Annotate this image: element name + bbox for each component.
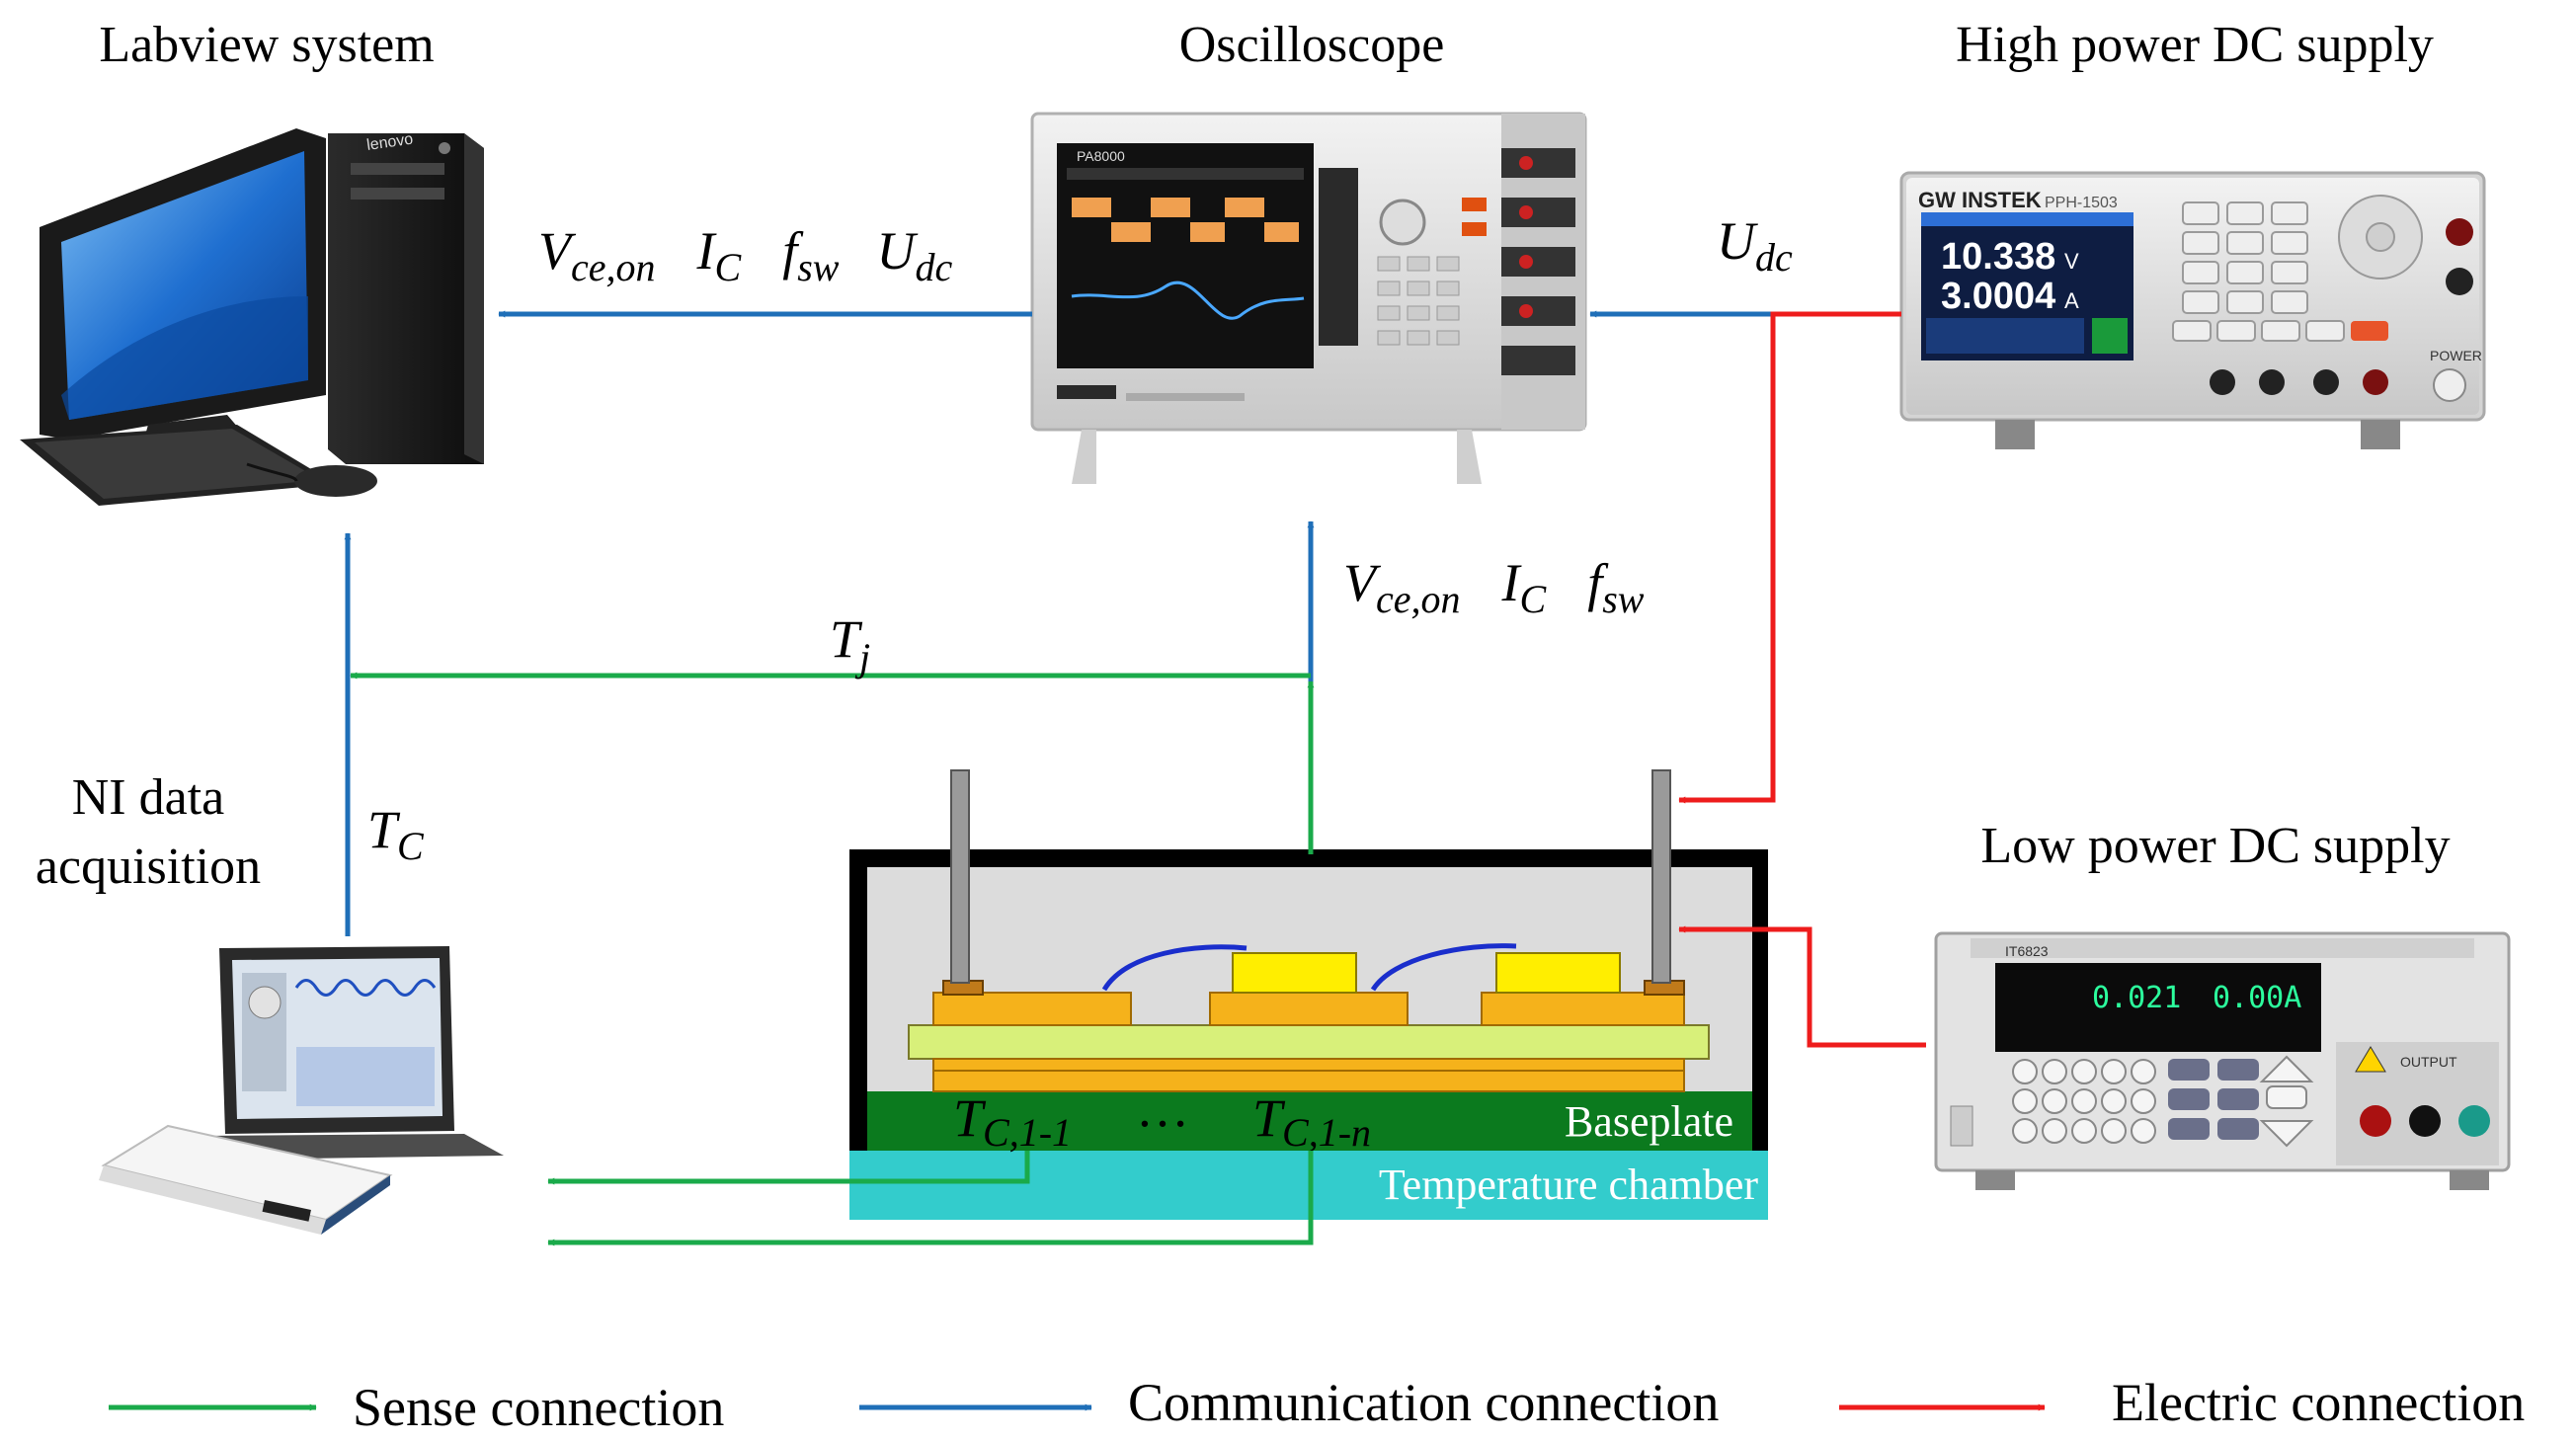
label-tj: Tj	[830, 609, 870, 680]
electric-line-low-supply	[1678, 925, 1926, 1048]
lp-supply-model: IT6823	[2005, 943, 2049, 959]
module-baseplate-label: Baseplate	[1565, 1097, 1733, 1146]
lp-supply-voltage: 0.021	[2092, 981, 2181, 1015]
ni-daq-title-line1: NI data	[72, 769, 224, 826]
hp-supply-model: PPH-1503	[2045, 195, 2118, 211]
ni-daq-title-line2: acquisition	[36, 839, 261, 895]
lp-supply-output-label: OUTPUT	[2400, 1054, 2457, 1070]
label-scope-to-labview: Vce,on IC fsw Udc	[538, 221, 952, 289]
high-power-supply-image: GW INSTEK PPH-1503 10.338 V 3.0004 A POW…	[1899, 171, 2486, 449]
hp-supply-brand: GW INSTEK	[1918, 188, 2042, 212]
hp-supply-current-unit: A	[2064, 288, 2079, 313]
oscilloscope-image: PA8000	[1030, 112, 1587, 484]
label-tc: TC	[367, 800, 425, 868]
labview-pc-image: lenovo	[20, 128, 484, 506]
hp-supply-voltage-unit: V	[2064, 249, 2079, 274]
module-chamber-label: Temperature chamber	[1379, 1161, 1758, 1209]
power-module-diagram: Baseplate Temperature chamber TC,1-1 … T…	[849, 769, 1768, 1220]
scope-model-label: PA8000	[1077, 148, 1125, 164]
baseplate-layer	[867, 1091, 1752, 1151]
sense-arrow-tc-first	[547, 1151, 1030, 1185]
legend: Sense connection Communication connectio…	[109, 1373, 2525, 1437]
legend-electric-label: Electric connection	[2112, 1373, 2525, 1432]
sense-arrow-tc-last	[547, 1151, 1314, 1246]
hp-supply-voltage: 10.338	[1941, 236, 2055, 278]
label-module-to-scope: Vce,on IC fsw	[1343, 553, 1645, 621]
ni-daq-image	[99, 946, 504, 1235]
tc-first-label: TC,1-1	[953, 1088, 1072, 1155]
tc-ellipsis: …	[1136, 1079, 1189, 1138]
labview-title: Labview system	[99, 17, 434, 73]
low-power-supply-image: IT6823 0.021 0.00A OUTPUT	[1934, 931, 2511, 1190]
legend-communication-label: Communication connection	[1128, 1373, 1719, 1432]
lp-supply-current: 0.00A	[2213, 981, 2301, 1015]
oscilloscope-title: Oscilloscope	[1179, 17, 1445, 73]
legend-sense-label: Sense connection	[353, 1378, 724, 1437]
low-power-supply-title: Low power DC supply	[1980, 818, 2450, 874]
hp-supply-current: 3.0004	[1941, 276, 2055, 317]
label-supply-to-scope: Udc	[1717, 211, 1793, 280]
tc-last-label: TC,1-n	[1252, 1088, 1371, 1155]
pc-brand-logo: lenovo	[365, 131, 414, 154]
electric-line-supply	[1678, 311, 1901, 804]
hp-supply-power-label: POWER	[2430, 348, 2482, 363]
high-power-supply-title: High power DC supply	[1956, 17, 2434, 73]
